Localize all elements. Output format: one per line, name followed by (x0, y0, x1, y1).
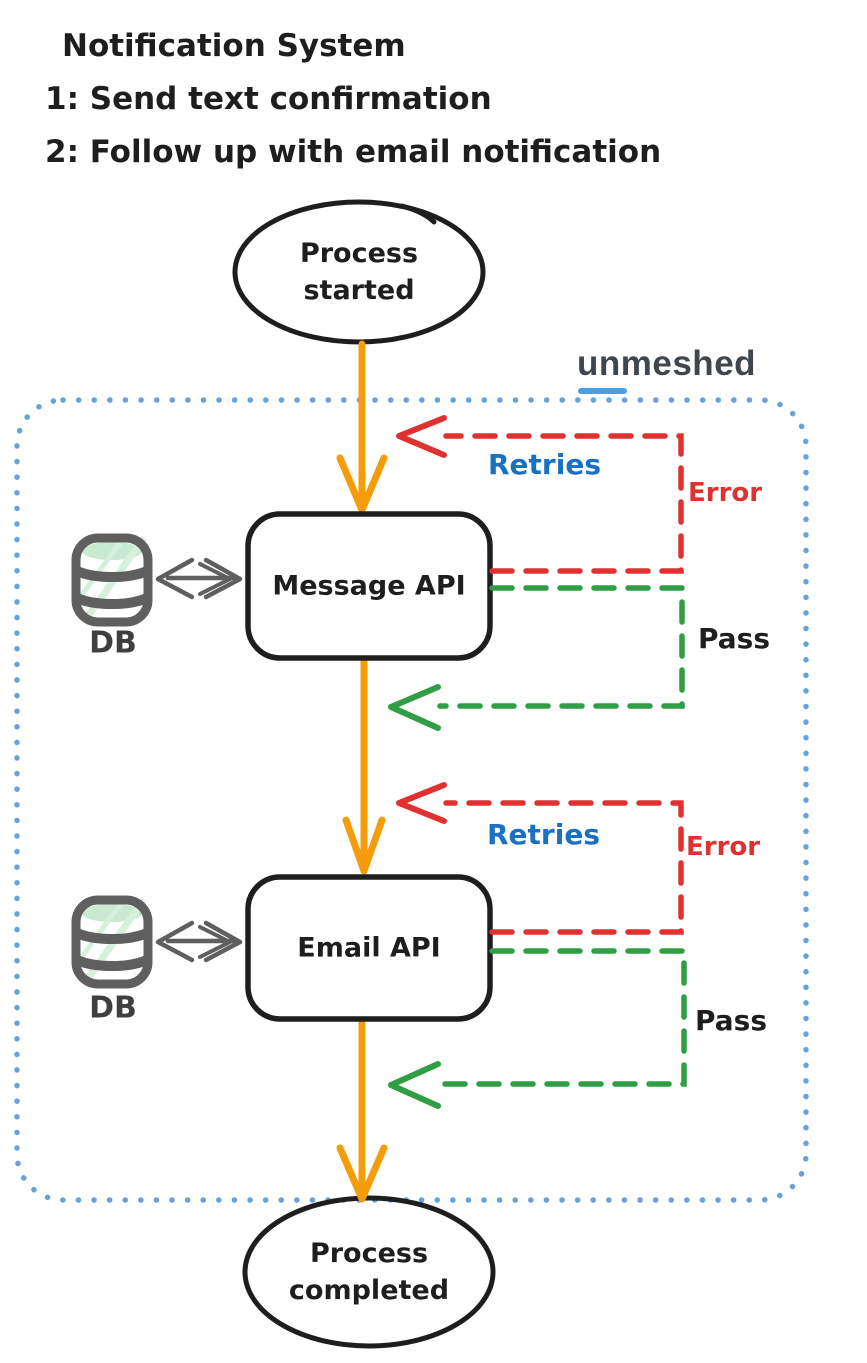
flow-arrow-message-to-email (342, 656, 386, 875)
diagram-title-block: Notification System 1: Send text confirm… (45, 20, 661, 179)
pass-edge-label: Pass (698, 622, 770, 655)
email-api-node-label: Email API (297, 932, 441, 964)
error-edge-label: Error (686, 832, 761, 862)
end-node-ellipse (242, 1195, 496, 1349)
message-api-node-box (245, 511, 493, 661)
error-edge-label: Error (688, 478, 763, 508)
db-bidirectional-arrow (155, 557, 243, 600)
email-api-node-box (245, 874, 493, 1022)
db-bidirectional-arrow (155, 920, 243, 963)
start-node-label: Process started (299, 238, 419, 306)
end-node-label: Process completed (288, 1238, 450, 1306)
retries-edge-label: Retries (488, 448, 601, 481)
diagram-step-1: 1: Send text confirmation (45, 81, 492, 117)
database-cylinder-icon (71, 533, 153, 627)
pass-edge-message (388, 585, 685, 731)
system-boundary-dotted-box (14, 397, 809, 1203)
unmeshed-logo-underline (578, 388, 627, 394)
flow-arrow-email-to-end (336, 1018, 388, 1203)
diagram-step-2: 2: Follow up with email notification (45, 134, 662, 170)
unmeshed-logo: unmeshed (577, 344, 757, 383)
error-retry-edge-message (396, 415, 684, 574)
db-label: DB (89, 625, 137, 661)
pass-edge-email (388, 948, 687, 1109)
retries-edge-label: Retries (487, 818, 600, 851)
flow-arrow-start-to-message (336, 340, 388, 514)
pass-edge-label: Pass (695, 1004, 767, 1037)
message-api-node-label: Message API (272, 570, 466, 602)
diagram-title: Notification System (62, 28, 406, 64)
error-retry-edge-email (396, 782, 684, 935)
db-label: DB (89, 990, 137, 1026)
start-node-sketch-stroke (399, 203, 437, 225)
database-cylinder-icon (71, 895, 153, 989)
start-node-ellipse (232, 199, 486, 345)
